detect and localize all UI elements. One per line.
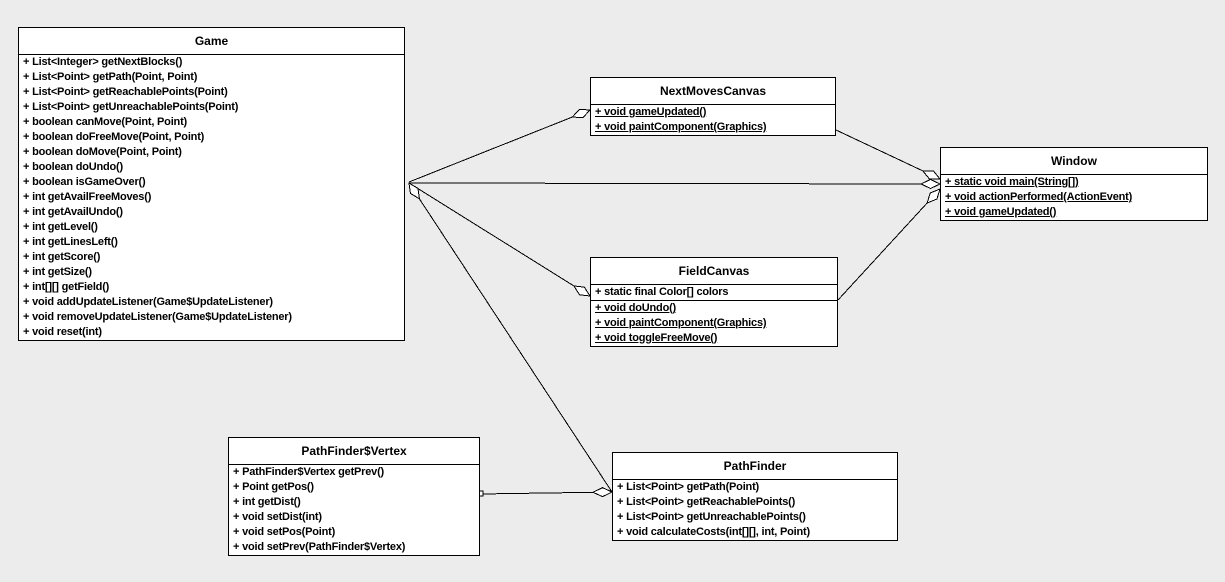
class-title-nextmovescanvas: NextMovesCanvas: [591, 78, 835, 105]
aggregation-diamond-fieldcanvas-window: [926, 188, 941, 204]
class-member: + void paintComponent(Graphics): [595, 121, 767, 133]
aggregation-diamond-game-fieldcanvas: [572, 285, 591, 297]
class-member: + void gameUpdated(): [595, 106, 707, 118]
aggregation-diamond-game-window: [919, 178, 942, 190]
fields-compartment: + static final Color[] colors: [591, 285, 837, 300]
class-box-window[interactable]: Window+ static void main(String[]) + void…: [940, 147, 1208, 221]
class-box-fieldcanvas[interactable]: FieldCanvas+ static final Color[] colors…: [590, 257, 838, 347]
class-title-game: Game: [19, 28, 404, 55]
class-member: + void reset(int): [23, 326, 102, 338]
class-member: + int getSize(): [23, 266, 92, 278]
class-box-pathfinder[interactable]: PathFinder+ List<Point> getPath(Point)+ …: [612, 452, 898, 541]
class-member: + void gameUpdated(): [945, 206, 1057, 218]
class-member: + int getAvailUndo(): [23, 206, 123, 218]
class-member: + int getDist(): [233, 496, 301, 508]
class-member: + static final Color[] colors: [595, 286, 729, 298]
class-title-pathfindervertex: PathFinder$Vertex: [229, 438, 479, 465]
class-member: + void removeUpdateListener(Game$UpdateL…: [23, 311, 292, 323]
methods-compartment: + PathFinder$Vertex getPrev() + Point get…: [229, 465, 479, 555]
class-member: + List<Point> getReachablePoints(Point): [23, 86, 228, 98]
connector-game-window: [408, 182, 941, 185]
class-member: + boolean doFreeMove(Point, Point): [23, 131, 205, 143]
class-member: + List<Point> getPath(Point, Point): [23, 71, 198, 83]
class-member: + void addUpdateListener(Game$UpdateList…: [23, 296, 273, 308]
connector-pathfindervertex-pathfinder: [479, 491, 613, 495]
class-member: + void toggleFreeMove(): [595, 332, 718, 344]
class-member: + List<Point> getPath(Point): [617, 481, 759, 493]
class-member: + int[][] getField(): [23, 281, 110, 293]
class-member: + List<Point> getUnreachablePoints(Point…: [23, 101, 239, 113]
class-member: + boolean doMove(Point, Point): [23, 146, 182, 158]
aggregation-diamond-game-nextmovescanvas: [571, 108, 592, 119]
class-title-pathfinder: PathFinder: [613, 453, 897, 480]
class-box-pathfindervertex[interactable]: PathFinder$Vertex+ PathFinder$Vertex get…: [228, 437, 480, 556]
class-member: + static void main(String[]): [945, 176, 1079, 188]
class-box-game[interactable]: Game+ List<Integer> getNextBlocks()+ Lis…: [18, 27, 405, 341]
class-member: + List<Point> getReachablePoints(): [617, 496, 796, 508]
methods-compartment: + void doUndo() + void paintComponent(Gra…: [591, 300, 837, 346]
class-title-fieldcanvas: FieldCanvas: [591, 258, 837, 285]
aggregation-diamond-game-pathfinder: [408, 182, 421, 200]
class-member: + List<Point> getUnreachablePoints(): [617, 511, 806, 523]
class-member: + boolean doUndo(): [23, 161, 123, 173]
class-member: + void calculateCosts(int[][], int, Poin…: [617, 526, 810, 538]
methods-compartment: + static void main(String[]) + void actio…: [941, 175, 1207, 220]
class-member: + void setPos(Point): [233, 526, 336, 538]
connector-game-pathfinder: [408, 182, 613, 493]
class-member: + int getLevel(): [23, 221, 98, 233]
connector-game-fieldcanvas: [408, 182, 591, 297]
aggregation-diamond-pathfindervertex-pathfinder: [591, 487, 614, 498]
class-member: + Point getPos(): [233, 481, 314, 493]
class-member: + int getLinesLeft(): [23, 236, 118, 248]
class-member: + void doUndo(): [595, 302, 677, 314]
class-member: + List<Integer> getNextBlocks(): [23, 56, 183, 68]
class-member: + void setDist(int): [233, 511, 322, 523]
class-member: + PathFinder$Vertex getPrev(): [233, 466, 385, 478]
methods-compartment: + List<Point> getPath(Point) + List<Point…: [613, 480, 897, 540]
class-member: + void setPrev(PathFinder$Vertex): [233, 541, 406, 553]
class-member: + void actionPerformed(ActionEvent): [945, 191, 1133, 203]
methods-compartment: + void gameUpdated() + void paintComponen…: [591, 105, 835, 135]
class-member: + boolean canMove(Point, Point): [23, 116, 188, 128]
class-title-window: Window: [941, 148, 1207, 175]
class-member: + boolean isGameOver(): [23, 176, 146, 188]
aggregation-diamond-nextmovescanvas-window: [921, 170, 942, 180]
connector-game-nextmovescanvas: [408, 109, 591, 183]
class-box-nextmovescanvas[interactable]: NextMovesCanvas+ void gameUpdated()+ voi…: [590, 77, 836, 136]
class-member: + int getScore(): [23, 251, 101, 263]
class-member: + int getAvailFreeMoves(): [23, 191, 152, 203]
connector-fieldcanvas-window: [837, 188, 941, 301]
methods-compartment: + List<Integer> getNextBlocks() + List<Po…: [19, 55, 404, 340]
class-member: + void paintComponent(Graphics): [595, 317, 767, 329]
